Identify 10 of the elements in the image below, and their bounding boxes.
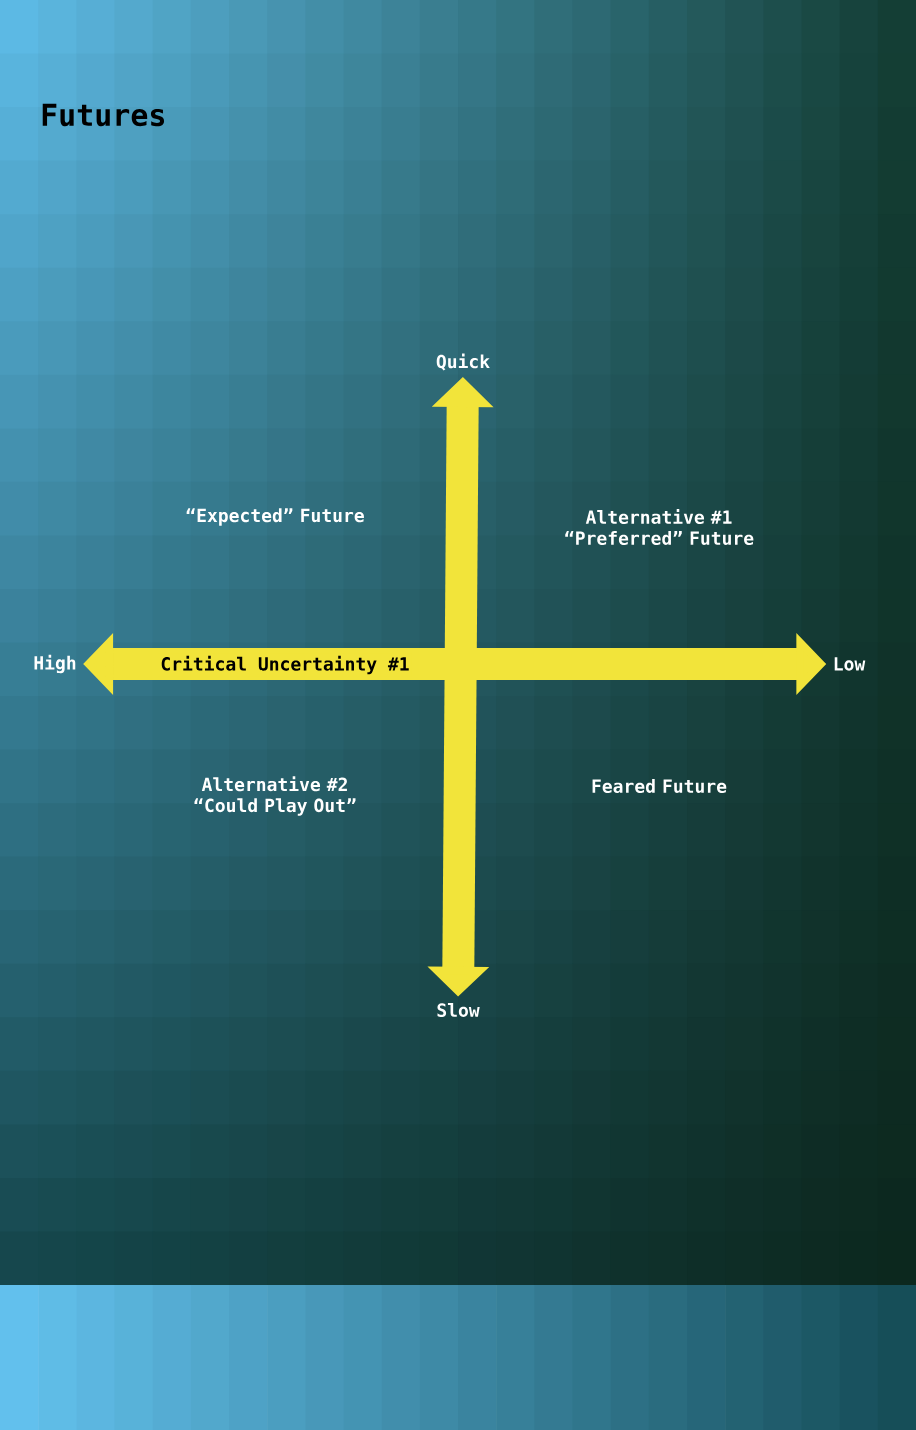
- axis-label: High: [34, 654, 76, 674]
- axis-label: Low: [834, 657, 866, 671]
- quadrant-label: Alternative #2 “Could Play Out”: [194, 776, 356, 816]
- axis-label: Quick: [436, 353, 490, 371]
- axis-label: Slow: [437, 1003, 480, 1017]
- quadrant-label: Feared Future: [592, 779, 727, 793]
- edge-label: Critical Uncertainty #1: [158, 653, 412, 677]
- quadrant-label: “Expected” Future: [186, 508, 364, 526]
- title: Futures: [42, 103, 165, 127]
- quadrant-label: Alternative #1 “Preferred” Future: [565, 509, 754, 545]
